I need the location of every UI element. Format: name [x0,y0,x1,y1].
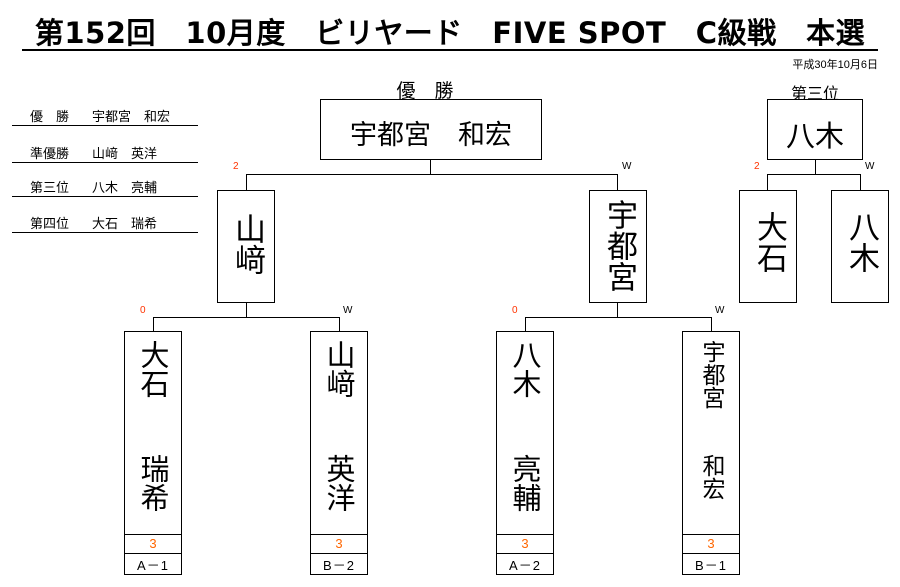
player-code: A－2 [509,558,541,573]
player-score: 3 [521,536,529,551]
player-surname: 山﨑 [322,340,356,398]
result-mark: W [715,305,725,316]
player-surname: 宇都宮 [698,340,724,409]
third-place-box-right: 八木 [831,190,889,303]
player-code: A－1 [137,558,169,573]
player-code: B－1 [695,558,727,573]
result-mark: 2 [754,161,760,172]
result-mark: W [343,305,353,316]
third-place-box-left: 大石 [739,190,797,303]
bracket-line [525,317,711,318]
bracket-line [153,317,154,331]
player-code: B－2 [323,558,355,573]
player-given-name: 亮輔 [508,454,542,512]
bracket-line [815,160,816,174]
player-box-a2: 八木 亮輔 3 A－2 [496,331,554,575]
result-name: 八木 亮輔 [92,181,158,196]
result-rank: 第四位 [30,217,70,232]
result-row-fourth: 第四位 大石 瑞希 [12,207,198,233]
third-place-box: 八木 [767,99,863,160]
bracket-line [339,317,340,331]
result-name: 宇都宮 和宏 [92,110,171,125]
bracket-line [246,174,247,190]
bracket-line [430,160,431,174]
result-mark: W [622,161,632,172]
bracket-line [246,303,247,317]
result-mark: 0 [512,305,518,316]
player-score: 3 [149,536,157,551]
player-box-b2: 山﨑 英洋 3 B－2 [310,331,368,575]
player-surname: 八木 [508,340,542,398]
player-surname: 大石 [136,340,170,398]
result-row-runner-up: 準優勝 山﨑 英洋 [12,137,198,163]
result-name: 大石 瑞希 [92,217,158,232]
result-rank: 優 勝 [30,110,70,125]
third-place-winner: 八木 [785,119,844,153]
result-mark: W [865,161,875,172]
player-name: 山﨑 [229,213,265,275]
bracket-line [153,317,339,318]
player-name: 宇都宮 [601,199,637,292]
bracket-line [860,174,861,190]
champion-box: 宇都宮 和宏 [320,99,542,160]
result-rank: 第三位 [30,181,70,196]
result-row-champion: 優 勝 宇都宮 和宏 [12,100,198,126]
champion-name: 宇都宮 和宏 [350,120,512,151]
result-mark: 0 [140,305,146,316]
player-name: 八木 [843,211,879,273]
event-date: 平成30年10月6日 [792,59,878,71]
bracket-line [246,174,618,175]
player-given-name: 英洋 [322,454,356,512]
result-mark: 2 [233,161,239,172]
page-title: 第152回 10月度 ビリヤード FIVE SPOT C級戦 本選 [34,16,866,50]
player-given-name: 和宏 [698,454,724,500]
player-box-a1: 大石 瑞希 3 A－1 [124,331,182,575]
bracket-line [767,174,860,175]
result-row-third: 第三位 八木 亮輔 [12,171,198,197]
bracket-line [525,317,526,331]
player-given-name: 瑞希 [136,454,170,512]
semifinal-box-right: 宇都宮 [589,190,647,303]
bracket-line [711,317,712,331]
player-box-b1: 宇都宮 和宏 3 B－1 [682,331,740,575]
semifinal-box-left: 山﨑 [217,190,275,303]
player-score: 3 [707,536,715,551]
title-underline [22,49,878,51]
bracket-line [617,303,618,317]
bracket-line [767,174,768,190]
result-name: 山﨑 英洋 [92,147,158,162]
bracket-line [617,174,618,190]
result-rank: 準優勝 [30,147,70,162]
player-score: 3 [335,536,343,551]
champion-label: 優 勝 [396,80,454,102]
third-place-label: 第三位 [790,84,839,103]
player-name: 大石 [751,211,787,273]
